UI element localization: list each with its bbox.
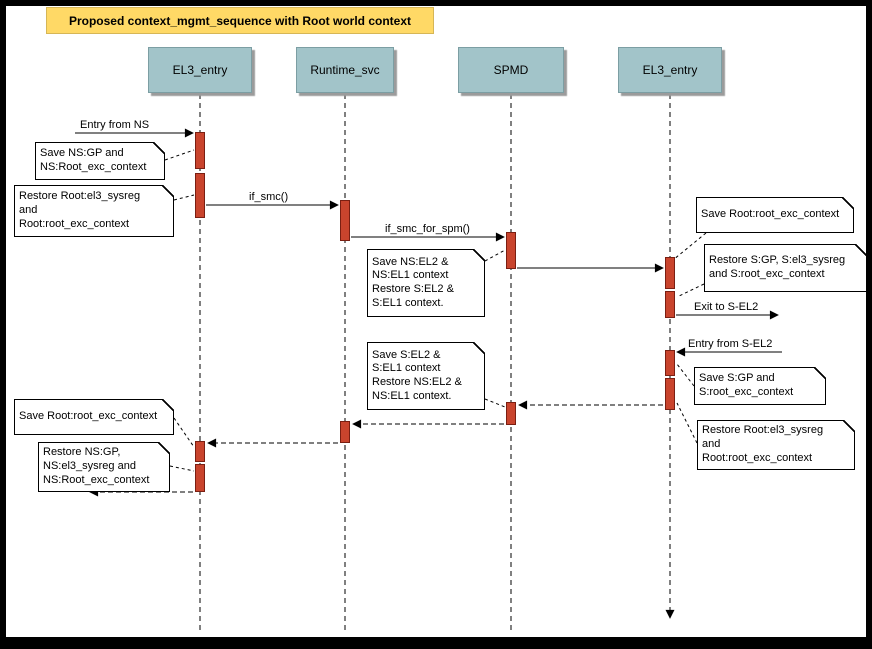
note-connector-7 [676, 363, 695, 387]
note-connector-3 [484, 249, 506, 262]
note-restore-s-gp: Restore S:GP, S:el3_sysreg and S:root_ex… [704, 244, 867, 292]
note-save-s-el2: Save S:EL2 & S:EL1 context Restore NS:EL… [367, 342, 485, 410]
activation-bar [665, 257, 675, 289]
message-label-entry-from-sel2: Entry from S-EL2 [688, 338, 773, 350]
message-label-if-smc-for-spm: if_smc_for_spm() [385, 223, 470, 235]
note-connector-6 [484, 398, 506, 408]
message-label-entry-from-ns: Entry from NS [80, 119, 150, 131]
activation-bar [195, 441, 205, 462]
note-restore-root-el3-right: Restore Root:el3_sysreg and Root:root_ex… [697, 420, 855, 470]
note-restore-root-el3-sysreg: Restore Root:el3_sysreg and Root:root_ex… [14, 185, 174, 237]
message-label-if-smc: if_smc() [249, 191, 289, 203]
actor-spmd: SPMD [458, 47, 564, 93]
activation-bar [195, 464, 205, 492]
note-connector-10 [169, 465, 195, 472]
actor-el3-entry-left: EL3_entry [148, 47, 252, 93]
message-label-exit-to-sel2: Exit to S-EL2 [694, 301, 759, 313]
note-save-root-exc-left: Save Root:root_exc_context [14, 399, 174, 435]
activation-bar [340, 200, 350, 241]
activation-bar [665, 378, 675, 410]
diagram-title: Proposed context_mgmt_sequence with Root… [46, 7, 434, 34]
actor-runtime-svc: Runtime_svc [296, 47, 394, 93]
note-connector-5 [676, 283, 705, 298]
note-save-ns-el2: Save NS:EL2 & NS:EL1 context Restore S:E… [367, 249, 485, 317]
note-connector-2 [173, 194, 195, 201]
activation-bar [340, 421, 350, 443]
note-connector-1 [164, 149, 195, 161]
activation-bar [506, 402, 516, 425]
activation-bar [665, 350, 675, 376]
activation-bar [506, 232, 516, 269]
note-connector-4 [672, 232, 707, 261]
note-connector-9 [173, 417, 195, 448]
activation-bar [195, 132, 205, 169]
activation-bar [195, 173, 205, 218]
note-connector-8 [676, 402, 698, 444]
note-save-s-gp: Save S:GP and S:root_exc_context [694, 367, 826, 405]
note-save-ns-gp: Save NS:GP and NS:Root_exc_context [35, 142, 165, 180]
activation-bar [665, 291, 675, 318]
actor-el3-entry-right: EL3_entry [618, 47, 722, 93]
note-restore-ns-gp: Restore NS:GP, NS:el3_sysreg and NS:Root… [38, 442, 170, 492]
note-save-root-exc-right: Save Root:root_exc_context [696, 197, 854, 233]
